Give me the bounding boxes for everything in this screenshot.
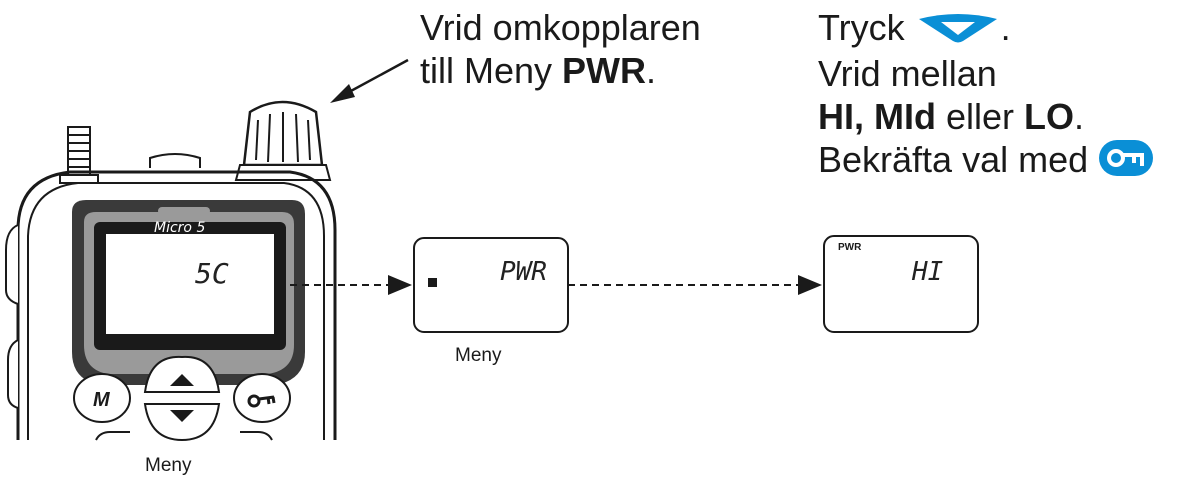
instruction-line-3: HI, MId eller LO. <box>818 95 1085 137</box>
down-arrow-icon <box>170 410 194 422</box>
menu-name-pwr: PWR <box>562 50 647 91</box>
up-arrow-icon <box>170 374 194 386</box>
m-button-label: M <box>93 389 111 411</box>
display-pwr-text: PWR <box>500 257 547 287</box>
instruction-line-4: Bekräfta val med <box>818 138 1154 186</box>
menu-m-button[interactable] <box>73 373 131 423</box>
instruction-line-1: Vrid omkopplaren <box>420 7 701 48</box>
instruction-line-2: till Meny PWR. <box>420 50 657 91</box>
caption-display-pwr: Meny <box>455 345 502 366</box>
display-hi-screen: PWR HI <box>823 235 979 333</box>
power-knob[interactable] <box>234 100 332 181</box>
knob-pointer-arrow <box>330 58 409 103</box>
radio-device <box>5 100 337 440</box>
instruction-select-power: Tryck . Vrid mellan HI, MId eller LO. Be… <box>818 6 1154 186</box>
instruction-select-menu: Vrid omkopplaren till Meny PWR. <box>420 6 701 92</box>
key-icon <box>247 394 276 408</box>
caption-radio: Meny <box>145 455 192 476</box>
radio-brand-label: Micro 5 <box>154 220 205 236</box>
display-pwr-screen: PWR <box>413 237 569 333</box>
key-button-icon <box>1098 139 1154 186</box>
antenna <box>59 126 99 184</box>
instruction-line-2: Vrid mellan <box>818 52 997 94</box>
display-hi-text: HI <box>911 257 943 287</box>
instruction-line-1: Tryck . <box>818 6 1154 52</box>
radio-display-text: 5C <box>195 257 229 290</box>
down-arrow-button-icon <box>915 9 1001 52</box>
display-hi-label: PWR <box>838 242 862 253</box>
